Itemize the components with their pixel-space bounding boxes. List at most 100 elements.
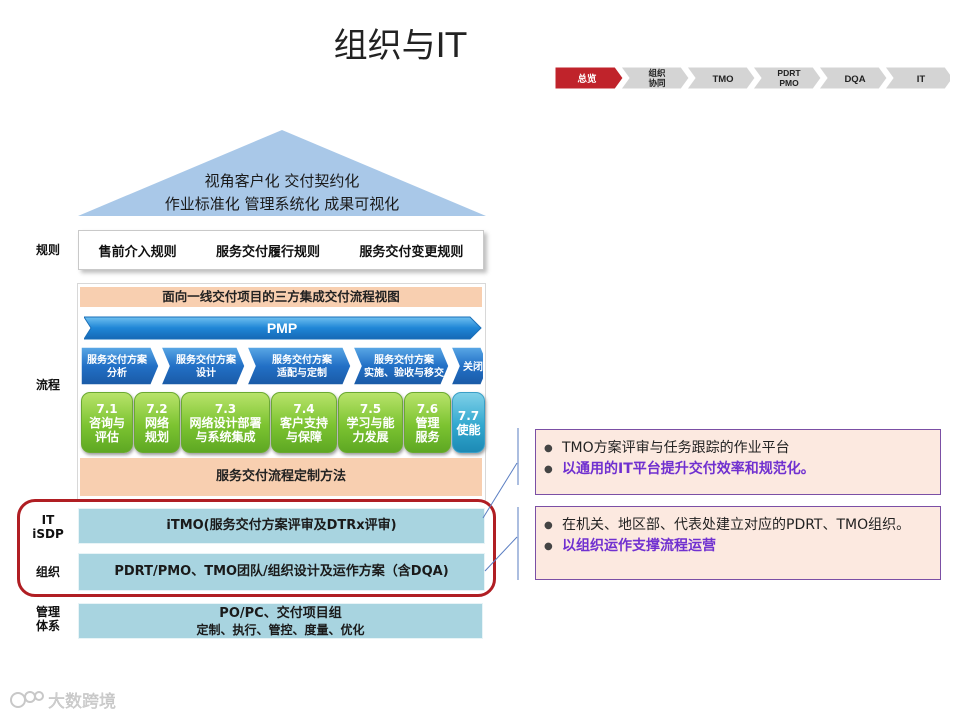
bullet-icon: ●: [544, 520, 553, 531]
nav-tab-5[interactable]: [884, 67, 950, 89]
stage-label-2-1: 适配与定制: [277, 366, 327, 379]
label-mgmt: 管理 体系: [20, 605, 76, 633]
module-7-4-num: 7.4: [293, 401, 315, 416]
mgmt-bar-line1: PO/PC、交付项目组: [219, 606, 342, 621]
nav-tab-label-1-0: 组织: [648, 68, 666, 78]
watermark-logo: 大数跨境: [8, 688, 148, 712]
module-7-4-line1: 客户支持: [279, 415, 328, 430]
callout-org: ● 在机关、地区部、代表处建立对应的PDRT、TMO组织。 ● 以组织运作支撑流…: [535, 506, 941, 580]
stage-label-2-0: 服务交付方案: [272, 353, 333, 366]
mgmt-bar: PO/PC、交付项目组 定制、执行、管控、度量、优化: [78, 603, 483, 639]
stage-chevron-1[interactable]: [159, 346, 246, 386]
nav-tab-3[interactable]: [752, 67, 822, 89]
nav-tab-4[interactable]: [818, 67, 888, 89]
label-it-line1: IT: [41, 513, 55, 527]
nav-tab-label-0-0: 总览: [577, 73, 597, 85]
nav-tab-label-2-0: TMO: [712, 74, 733, 85]
callout-org-item-2: ● 以组织运作支撑流程运营: [544, 536, 930, 557]
label-process: 流程: [35, 378, 60, 392]
label-rules: 规则: [35, 243, 60, 257]
stage-row: 服务交付方案分析服务交付方案设计服务交付方案适配与定制服务交付方案实施、验收与移…: [80, 346, 490, 386]
stage-label-0-1: 分析: [107, 366, 127, 379]
stage-label-1-0: 服务交付方案: [176, 353, 237, 366]
method-box: 服务交付流程定制方法: [80, 458, 482, 496]
module-7-2[interactable]: 7.2 网络 规划: [134, 392, 180, 453]
bullet-icon: ●: [544, 464, 553, 475]
module-7-5-line1: 学习与能: [346, 415, 395, 430]
callout-org-text-2: 以组织运作支撑流程运营: [562, 538, 716, 554]
stage-chevron-2[interactable]: [245, 346, 352, 386]
connector-lines: [482, 428, 519, 580]
module-7-5-line2: 力发展: [352, 429, 389, 444]
module-7-3-line2: 与系统集成: [195, 429, 256, 444]
module-7-7-line1: 使能: [456, 422, 481, 437]
nav-tab-0[interactable]: [555, 67, 624, 89]
stage-label-1-1: 设计: [196, 366, 216, 379]
stage-label-4-0: 关闭: [463, 360, 483, 373]
stage-label-0-0: 服务交付方案: [87, 353, 148, 366]
pmp-label: PMP: [267, 320, 297, 336]
module-7-4[interactable]: 7.4 客户支持 与保障: [271, 392, 337, 453]
rule-fulfillment: 服务交付履行规则: [215, 244, 320, 260]
module-7-3[interactable]: 7.3 网络设计部署 与系统集成: [181, 392, 270, 453]
callout-org-item-1: ● 在机关、地区部、代表处建立对应的PDRT、TMO组织。: [544, 515, 930, 536]
callout-it: ● TMO方案评审与任务跟踪的作业平台 ● 以通用的IT平台提升交付效率和规范化…: [535, 429, 941, 495]
flow-title: 面向一线交付项目的三方集成交付流程视图: [80, 287, 482, 307]
roof-line-1: 视角客户化 交付契约化: [204, 172, 360, 190]
nav-tab-label-5-0: IT: [917, 74, 926, 85]
bullet-icon: ●: [544, 443, 553, 454]
callout-it-text-1: TMO方案评审与任务跟踪的作业平台: [562, 440, 790, 456]
rules-box: 售前介入规则 服务交付履行规则 服务交付变更规则: [78, 230, 484, 270]
module-7-2-line2: 规划: [144, 429, 169, 444]
module-7-6[interactable]: 7.6 管理 服务: [404, 392, 451, 453]
label-it: IT iSDP: [20, 513, 76, 541]
module-7-5[interactable]: 7.5 学习与能 力发展: [338, 392, 403, 453]
itmo-bar: iTMO(服务交付方案评审及DTRx评审): [78, 508, 485, 544]
module-7-2-num: 7.2: [146, 401, 168, 416]
org-bar: PDRT/PMO、TMO团队/组织设计及运作方案（含DQA): [78, 553, 485, 591]
module-7-2-line1: 网络: [144, 415, 169, 430]
callout-org-text-1: 在机关、地区部、代表处建立对应的PDRT、TMO组织。: [562, 517, 911, 533]
page-title: 组织与IT: [333, 26, 467, 66]
nav-tab-label-1-1: 协同: [648, 78, 665, 88]
nav-tab-label-3-1: PMO: [779, 78, 799, 88]
module-7-1[interactable]: 7.1 咨询与 评估: [81, 392, 133, 453]
label-mgmt-line1: 管理: [35, 605, 60, 619]
label-it-line2: iSDP: [32, 527, 64, 541]
stage-label-3-0: 服务交付方案: [374, 353, 435, 366]
module-7-4-line2: 与保障: [285, 429, 322, 444]
svg-text:大数跨境: 大数跨境: [48, 692, 116, 712]
roof-triangle: [78, 130, 486, 218]
nav-tab-label-4-0: DQA: [844, 74, 865, 85]
stage-chevron-4[interactable]: [449, 346, 490, 386]
module-7-6-num: 7.6: [416, 401, 439, 416]
module-7-3-num: 7.3: [214, 401, 237, 416]
pmp-arrow: PMP: [83, 315, 482, 341]
module-7-7[interactable]: 7.7 使能: [452, 392, 485, 453]
label-mgmt-line2: 体系: [35, 619, 60, 633]
nav-tab-2[interactable]: [686, 67, 756, 89]
highlight-frame: [17, 499, 496, 597]
roof-line-2: 作业标准化 管理系统化 成果可视化: [164, 195, 400, 213]
callout-it-item-1: ● TMO方案评审与任务跟踪的作业平台: [544, 438, 930, 459]
module-7-3-line1: 网络设计部署: [189, 415, 262, 430]
rule-change: 服务交付变更规则: [359, 244, 464, 260]
module-7-7-num: 7.7: [457, 408, 480, 423]
nav-tab-label-3-0: PDRT: [777, 68, 801, 78]
module-7-1-line2: 评估: [94, 429, 119, 444]
nav-tab-1[interactable]: [620, 67, 690, 89]
stage-chevron-3[interactable]: [351, 346, 450, 386]
module-7-1-num: 7.1: [96, 401, 118, 416]
label-org: 组织: [35, 565, 60, 579]
module-7-5-num: 7.5: [359, 401, 382, 416]
stage-label-3-1: 实施、验收与移交: [364, 366, 444, 379]
mgmt-bar-line2: 定制、执行、管控、度量、优化: [196, 623, 365, 637]
module-7-6-line2: 服务: [415, 429, 440, 444]
bullet-icon: ●: [544, 541, 553, 552]
callout-it-item-2: ● 以通用的IT平台提升交付效率和规范化。: [544, 459, 930, 480]
stage-chevron-0[interactable]: [80, 346, 160, 386]
rule-presales: 售前介入规则: [98, 244, 177, 260]
callout-it-text-2: 以通用的IT平台提升交付效率和规范化。: [562, 461, 815, 477]
module-7-1-line1: 咨询与: [88, 415, 125, 430]
